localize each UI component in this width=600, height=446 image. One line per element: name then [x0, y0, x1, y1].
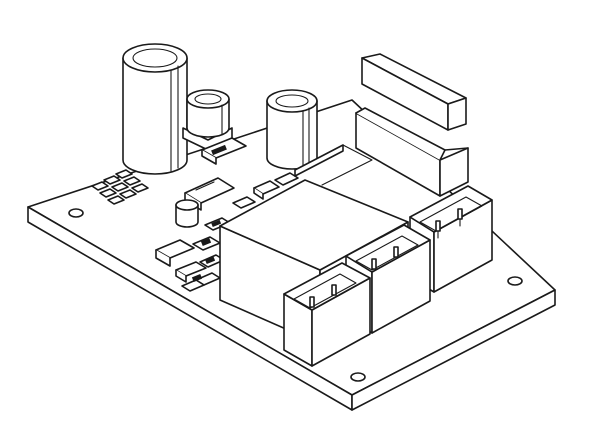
medium-capacitor: [266, 89, 318, 170]
small-capacitor: [182, 89, 233, 151]
mounting-holes: [68, 208, 523, 382]
connector-front: [283, 262, 371, 367]
large-capacitor: [122, 43, 188, 175]
mounting-hole-front: [350, 372, 366, 382]
smd-components-front: [155, 217, 231, 292]
pin-header-tall: [355, 53, 469, 197]
smd-component-array: [91, 169, 149, 205]
mounting-hole-right: [507, 276, 523, 286]
mounting-hole-left: [68, 208, 84, 218]
small-cylinder-component: [175, 199, 199, 228]
